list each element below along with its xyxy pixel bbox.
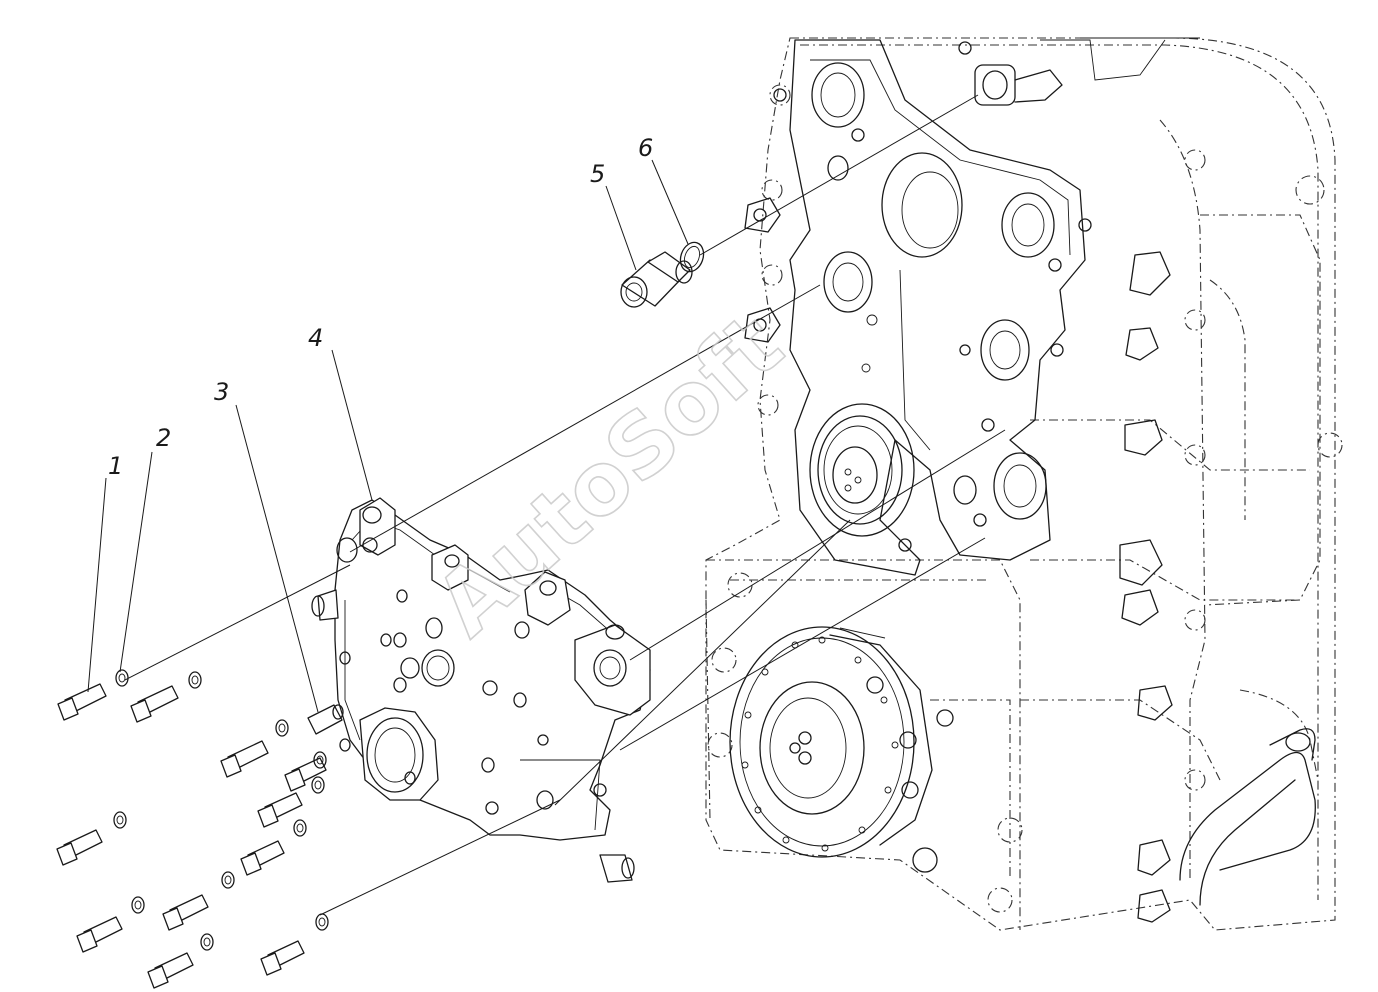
bolts-part-1 <box>56 683 327 989</box>
assembly-axis-lines <box>124 94 1006 916</box>
callout-leaders <box>87 159 689 713</box>
bolt-06 <box>56 829 103 866</box>
callout-1: 1 <box>108 452 123 480</box>
pump-body <box>311 497 651 883</box>
callout-3: 3 <box>214 378 229 406</box>
bolt-10 <box>147 952 194 989</box>
bolt-07 <box>240 840 285 876</box>
watermark: AutoSoft <box>417 295 802 655</box>
bolt-03 <box>220 740 269 778</box>
callout-2: 2 <box>156 424 171 452</box>
bolt-09 <box>76 916 123 953</box>
dipstick-tube <box>1179 728 1316 906</box>
lower-flange <box>729 626 954 873</box>
callout-5: 5 <box>590 160 605 188</box>
o-ring-part-6 <box>679 241 705 273</box>
bolt-02 <box>130 685 179 723</box>
callout-labels: 1 2 3 4 5 6 <box>108 134 653 480</box>
bolt-05 <box>257 792 303 828</box>
bolt-08 <box>162 894 209 931</box>
bolt-04 <box>284 757 327 792</box>
front-plate <box>744 37 1200 923</box>
callout-4: 4 <box>308 324 323 352</box>
dowel-pin-part-3 <box>307 704 344 735</box>
callout-6: 6 <box>638 134 653 162</box>
gearbox-housing <box>705 37 1343 931</box>
bolt-11 <box>260 940 305 976</box>
fitting-part-5 <box>620 251 693 308</box>
washers-part-2 <box>113 669 329 951</box>
bolt-01 <box>57 683 107 721</box>
